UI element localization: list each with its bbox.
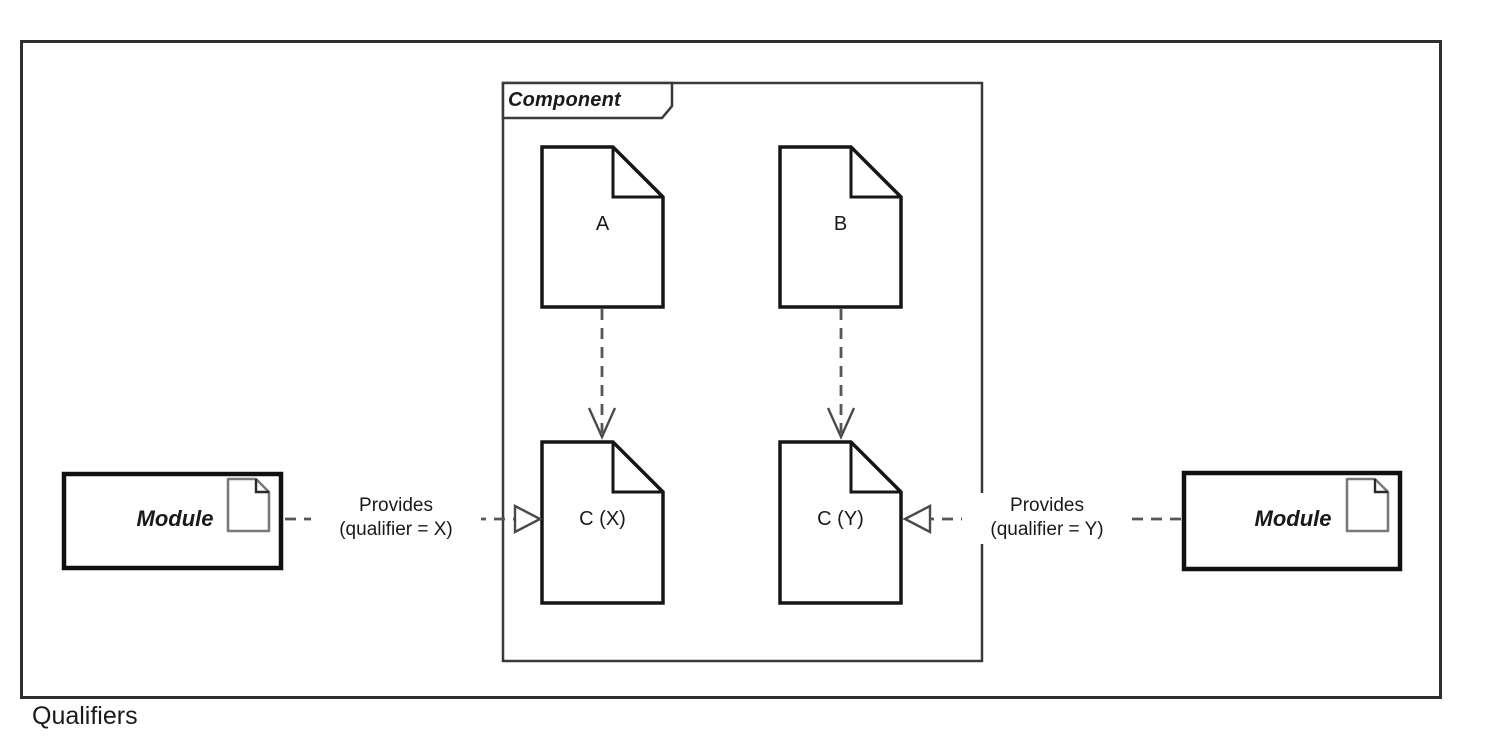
module-file-icon (1345, 477, 1390, 533)
file-cx-label: C (X) (579, 508, 626, 530)
file-cy-icon (778, 440, 903, 605)
provides-x-label: Provides (qualifier = X) (311, 493, 481, 544)
provides-x-line2: (qualifier = X) (339, 519, 453, 540)
dependency-arrow-a-to-cx (587, 309, 617, 440)
module-left-label: Module (136, 506, 214, 531)
component-label: Component (508, 89, 621, 111)
diagram-caption: Qualifiers (32, 702, 138, 730)
realization-arrowhead-icon (902, 504, 932, 534)
module-file-icon (226, 477, 271, 533)
provides-y-line1: Provides (1010, 495, 1084, 516)
component-tab (501, 81, 674, 120)
realization-arrowhead-icon (513, 504, 543, 534)
file-a-label: A (595, 213, 610, 235)
file-b-label: B (833, 213, 848, 235)
file-a-icon (540, 145, 665, 309)
module-right-label: Module (1254, 506, 1332, 531)
provides-x-line1: Provides (359, 495, 433, 516)
dependency-arrowhead-icon (826, 407, 856, 440)
provides-y-label: Provides (qualifier = Y) (962, 493, 1132, 544)
dependency-arrowhead-icon (587, 407, 617, 440)
file-b-icon (778, 145, 903, 309)
file-cx-icon (540, 440, 665, 605)
provides-y-line2: (qualifier = Y) (990, 519, 1104, 540)
dependency-arrow-b-to-cy (826, 309, 856, 440)
outer-frame (20, 40, 1442, 699)
file-cy-label: C (Y) (817, 508, 864, 530)
